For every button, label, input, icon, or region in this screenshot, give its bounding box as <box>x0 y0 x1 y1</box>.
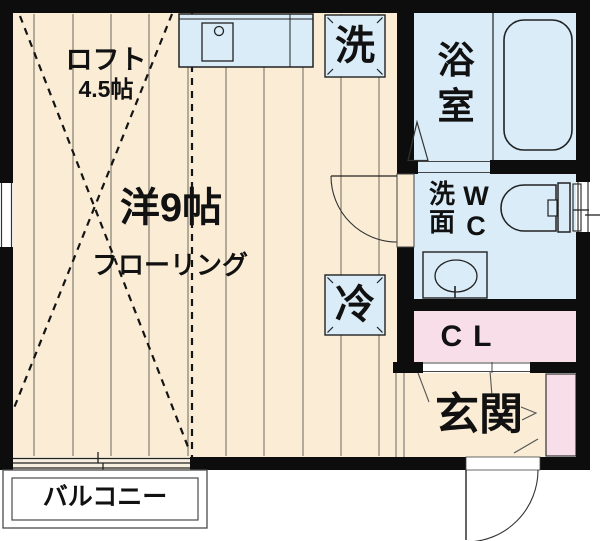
toilet <box>500 182 582 233</box>
balcony-window <box>13 452 190 474</box>
balcony-outline <box>2 469 208 529</box>
washbasin <box>422 251 488 299</box>
shoe-cabinet <box>545 373 577 457</box>
left-window <box>0 183 13 247</box>
kitchen-sink <box>201 22 234 62</box>
floor-boards <box>33 14 380 456</box>
bathtub <box>492 13 573 160</box>
washer-box <box>324 14 386 78</box>
room-door <box>330 173 415 248</box>
step-lines <box>395 373 405 457</box>
right-window <box>573 182 600 232</box>
closet-area <box>397 311 576 362</box>
closet-opening <box>423 362 530 373</box>
room-floor <box>13 13 397 457</box>
kitchen-counter <box>178 13 314 68</box>
walls <box>0 0 590 470</box>
bathroom-door <box>407 119 490 173</box>
entrance-door <box>465 456 541 541</box>
fridge-box <box>324 274 386 336</box>
genkan-floor <box>394 373 546 457</box>
loft-dashed-lines <box>12 13 194 457</box>
closet-door-marks <box>417 370 539 454</box>
wet-area <box>414 13 576 299</box>
